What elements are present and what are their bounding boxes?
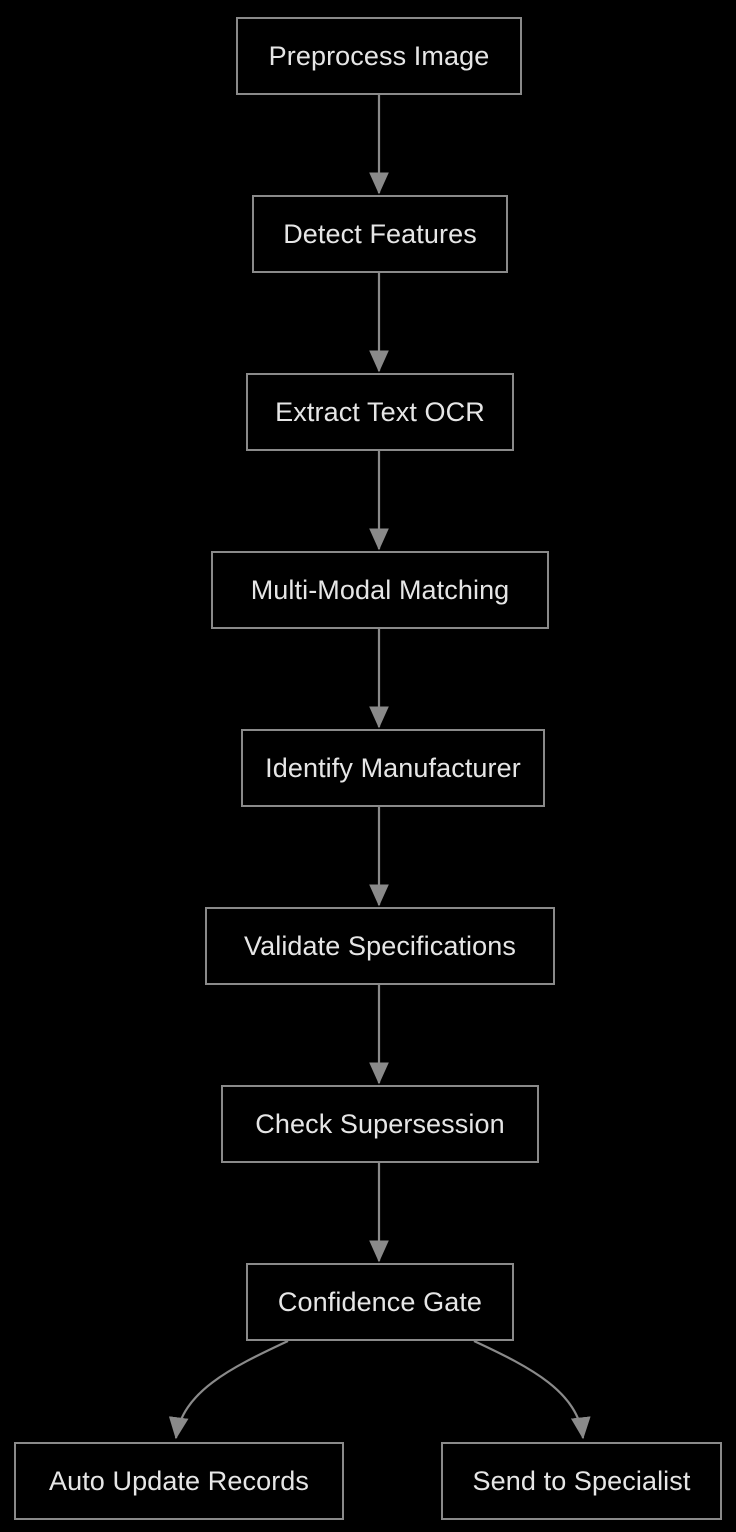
node-validate-specifications[interactable]: Validate Specifications — [205, 907, 555, 985]
node-send-to-specialist[interactable]: Send to Specialist — [441, 1442, 722, 1520]
node-auto-update-records[interactable]: Auto Update Records — [14, 1442, 344, 1520]
node-check-supersession[interactable]: Check Supersession — [221, 1085, 539, 1163]
edge-confidence-gate-to-auto-update-records — [168, 1340, 289, 1440]
node-label: Multi-Modal Matching — [250, 574, 510, 605]
node-label: Validate Specifications — [244, 930, 516, 961]
node-label: Confidence Gate — [277, 1286, 483, 1317]
node-label: Extract Text OCR — [275, 396, 485, 427]
node-identify-manufacturer[interactable]: Identify Manufacturer — [241, 729, 545, 807]
node-label: Preprocess Image — [268, 40, 490, 71]
edge-confidence-gate-to-send-to-specialist — [473, 1340, 591, 1440]
node-extract-text-ocr[interactable]: Extract Text OCR — [246, 373, 514, 451]
node-label: Identify Manufacturer — [265, 752, 521, 783]
node-label: Detect Features — [283, 218, 477, 249]
node-label: Auto Update Records — [48, 1465, 310, 1496]
node-confidence-gate[interactable]: Confidence Gate — [246, 1263, 514, 1341]
node-label: Send to Specialist — [472, 1465, 691, 1496]
node-detect-features[interactable]: Detect Features — [252, 195, 508, 273]
node-label: Check Supersession — [255, 1108, 505, 1139]
node-preprocess-image[interactable]: Preprocess Image — [236, 17, 522, 95]
node-multi-modal-matching[interactable]: Multi-Modal Matching — [211, 551, 549, 629]
